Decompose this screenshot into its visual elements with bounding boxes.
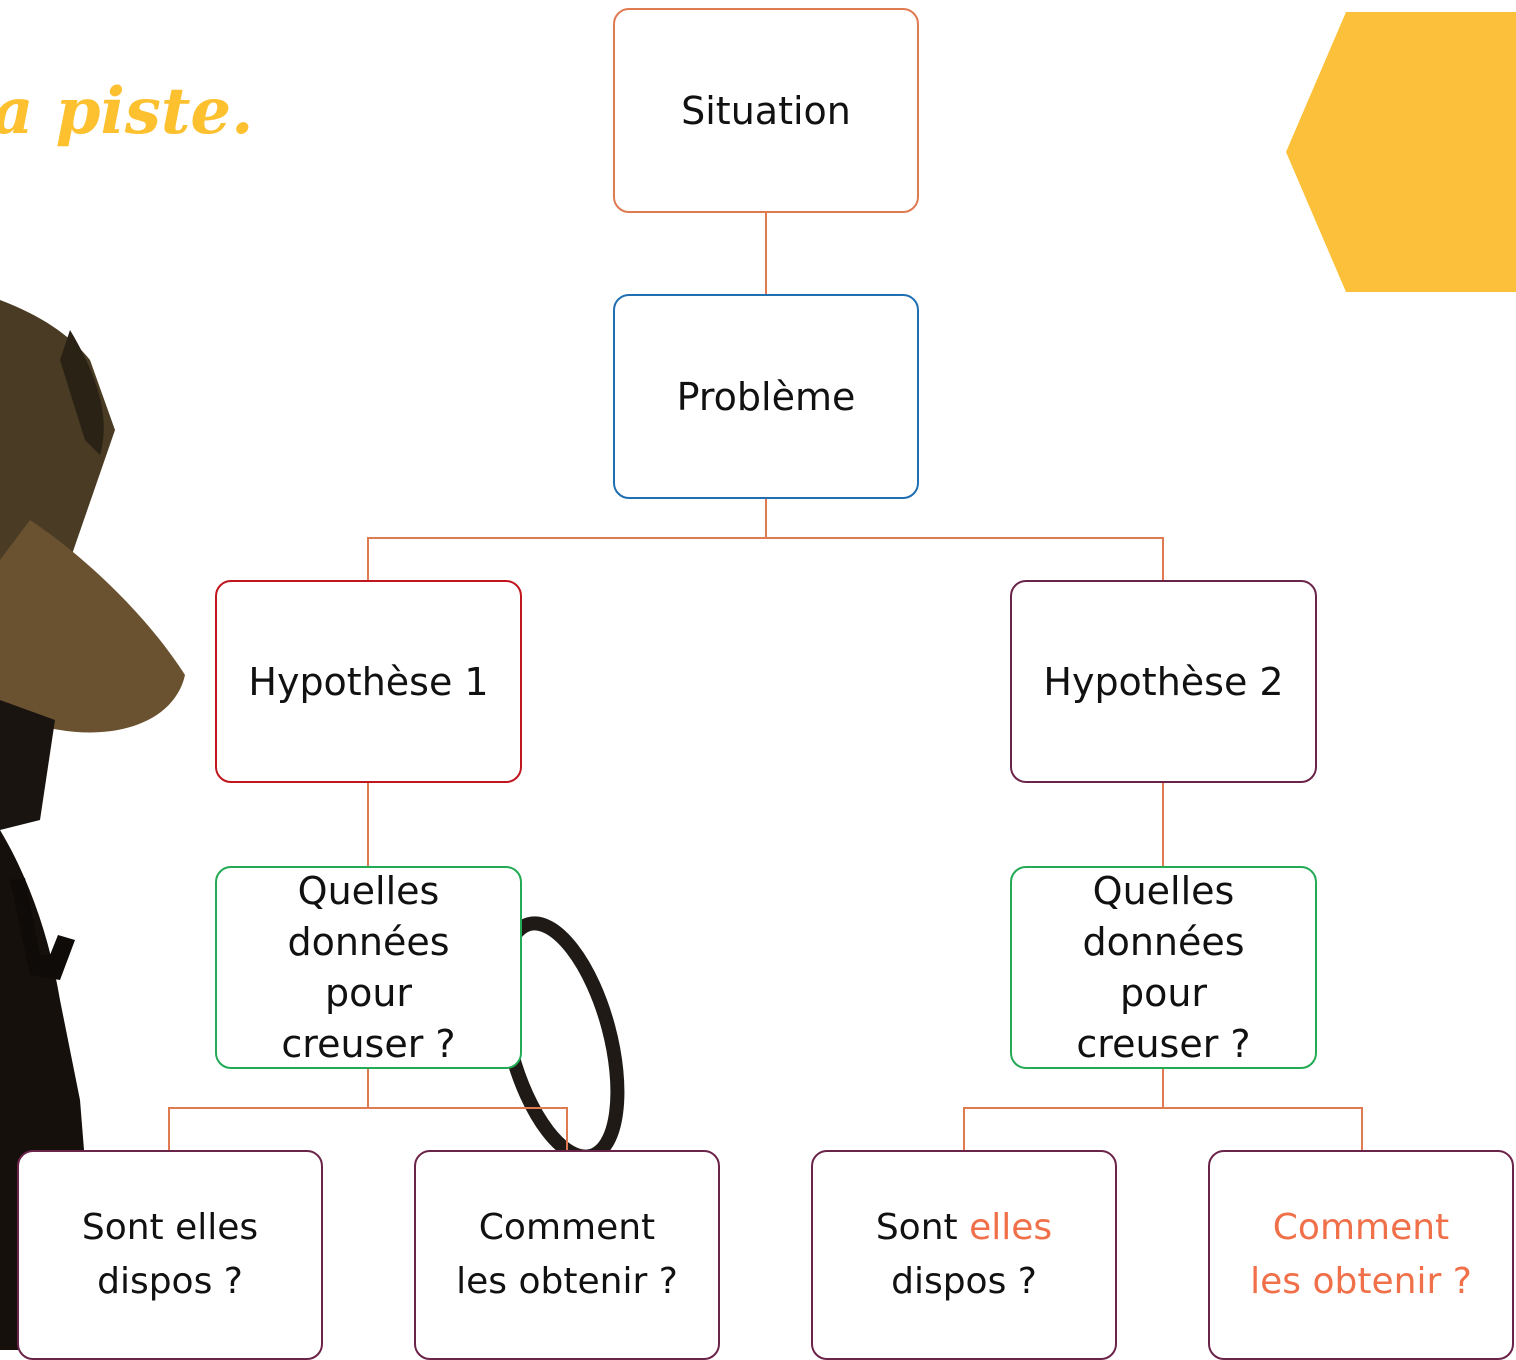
node-dispos-2: Sont elles dispos ? [811,1150,1117,1360]
node-obtenir-2: Comment les obtenir ? [1208,1150,1514,1360]
node-hypothese-1-label: Hypothèse 1 [248,659,489,704]
slide-title: a piste. [0,74,254,149]
node-dispos-1: Sont elles dispos ? [17,1150,323,1360]
silhouette-head [0,700,55,830]
node-hypothese-2-label: Hypothèse 2 [1043,659,1284,704]
node-obtenir-1-line1: Comment [478,1207,656,1248]
node-donnees-2: Quelles données pour creuser ? [1010,866,1317,1069]
node-obtenir-1-line2: les obtenir ? [456,1261,678,1302]
node-hypothese-1: Hypothèse 1 [215,580,522,783]
node-obtenir-2-line2: les obtenir ? [1250,1261,1472,1302]
node-donnees-1-label: Quelles données pour creuser ? [281,868,456,1066]
node-probleme-label: Problème [676,374,856,419]
node-donnees-1: Quelles données pour creuser ? [215,866,522,1069]
node-obtenir-1: Comment les obtenir ? [414,1150,720,1360]
node-probleme: Problème [613,294,919,499]
node-dispos-2-line1-a: Sont [875,1207,970,1248]
node-situation-label: Situation [681,88,851,133]
node-dispos-2-line1: Sont elles [876,1201,1052,1255]
hat-brim [0,520,185,733]
node-hypothese-2: Hypothèse 2 [1010,580,1317,783]
node-donnees-2-label: Quelles données pour creuser ? [1076,868,1251,1066]
node-dispos-2-line2: dispos ? [891,1261,1037,1302]
node-dispos-1-line2: dispos ? [97,1261,243,1302]
node-dispos-2-line1-b: elles [969,1207,1053,1248]
node-obtenir-2-line1: Comment [1272,1207,1450,1248]
node-dispos-1-line1: Sont elles [81,1207,259,1248]
node-situation: Situation [613,8,919,213]
pipe [10,878,75,980]
hat-flap [60,330,104,455]
